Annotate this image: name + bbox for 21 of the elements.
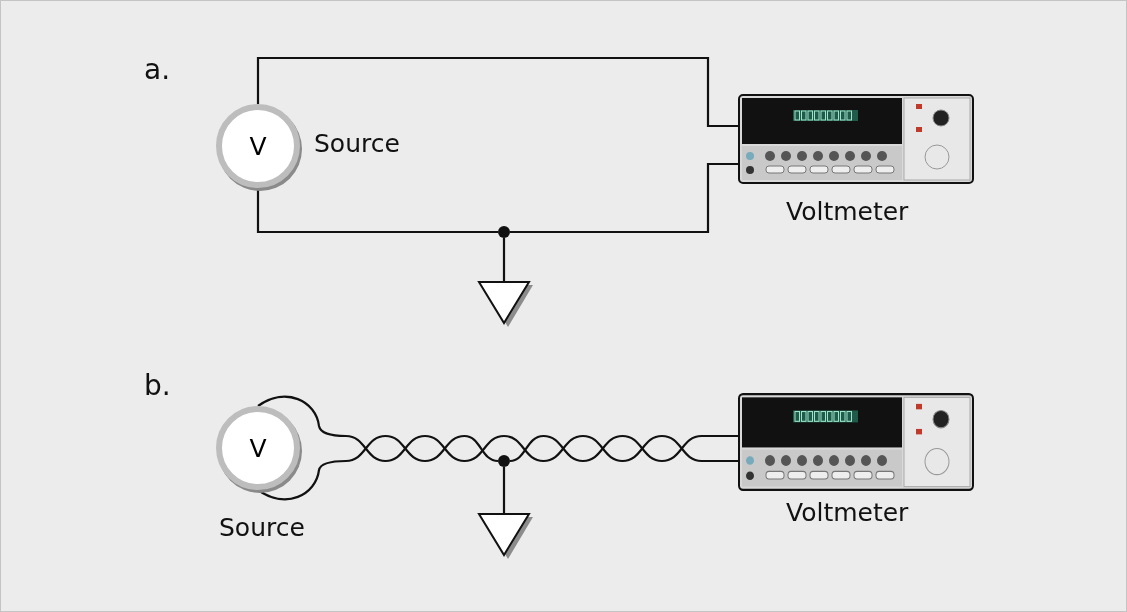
panel-label: a.	[144, 53, 171, 86]
wire	[502, 238, 506, 282]
voltmeter-drawing	[738, 393, 974, 491]
wire	[510, 162, 738, 234]
source-label: Source	[219, 513, 305, 542]
wire	[256, 56, 738, 128]
source-label: Source	[314, 129, 400, 158]
wire	[509, 434, 740, 463]
voltage-symbol: V	[249, 131, 267, 161]
junction-dot	[498, 226, 510, 238]
wire	[502, 467, 506, 514]
voltmeter-label: Voltmeter	[786, 498, 909, 527]
wire	[256, 188, 498, 234]
wire	[257, 395, 740, 463]
junction-dot	[498, 455, 510, 467]
panel-label: b.	[144, 369, 171, 402]
voltmeter-drawing	[738, 94, 974, 184]
ground-symbol	[477, 513, 533, 559]
ground-symbol	[477, 281, 533, 327]
voltmeter-label: Voltmeter	[786, 197, 909, 226]
voltage-symbol: V	[249, 433, 267, 463]
